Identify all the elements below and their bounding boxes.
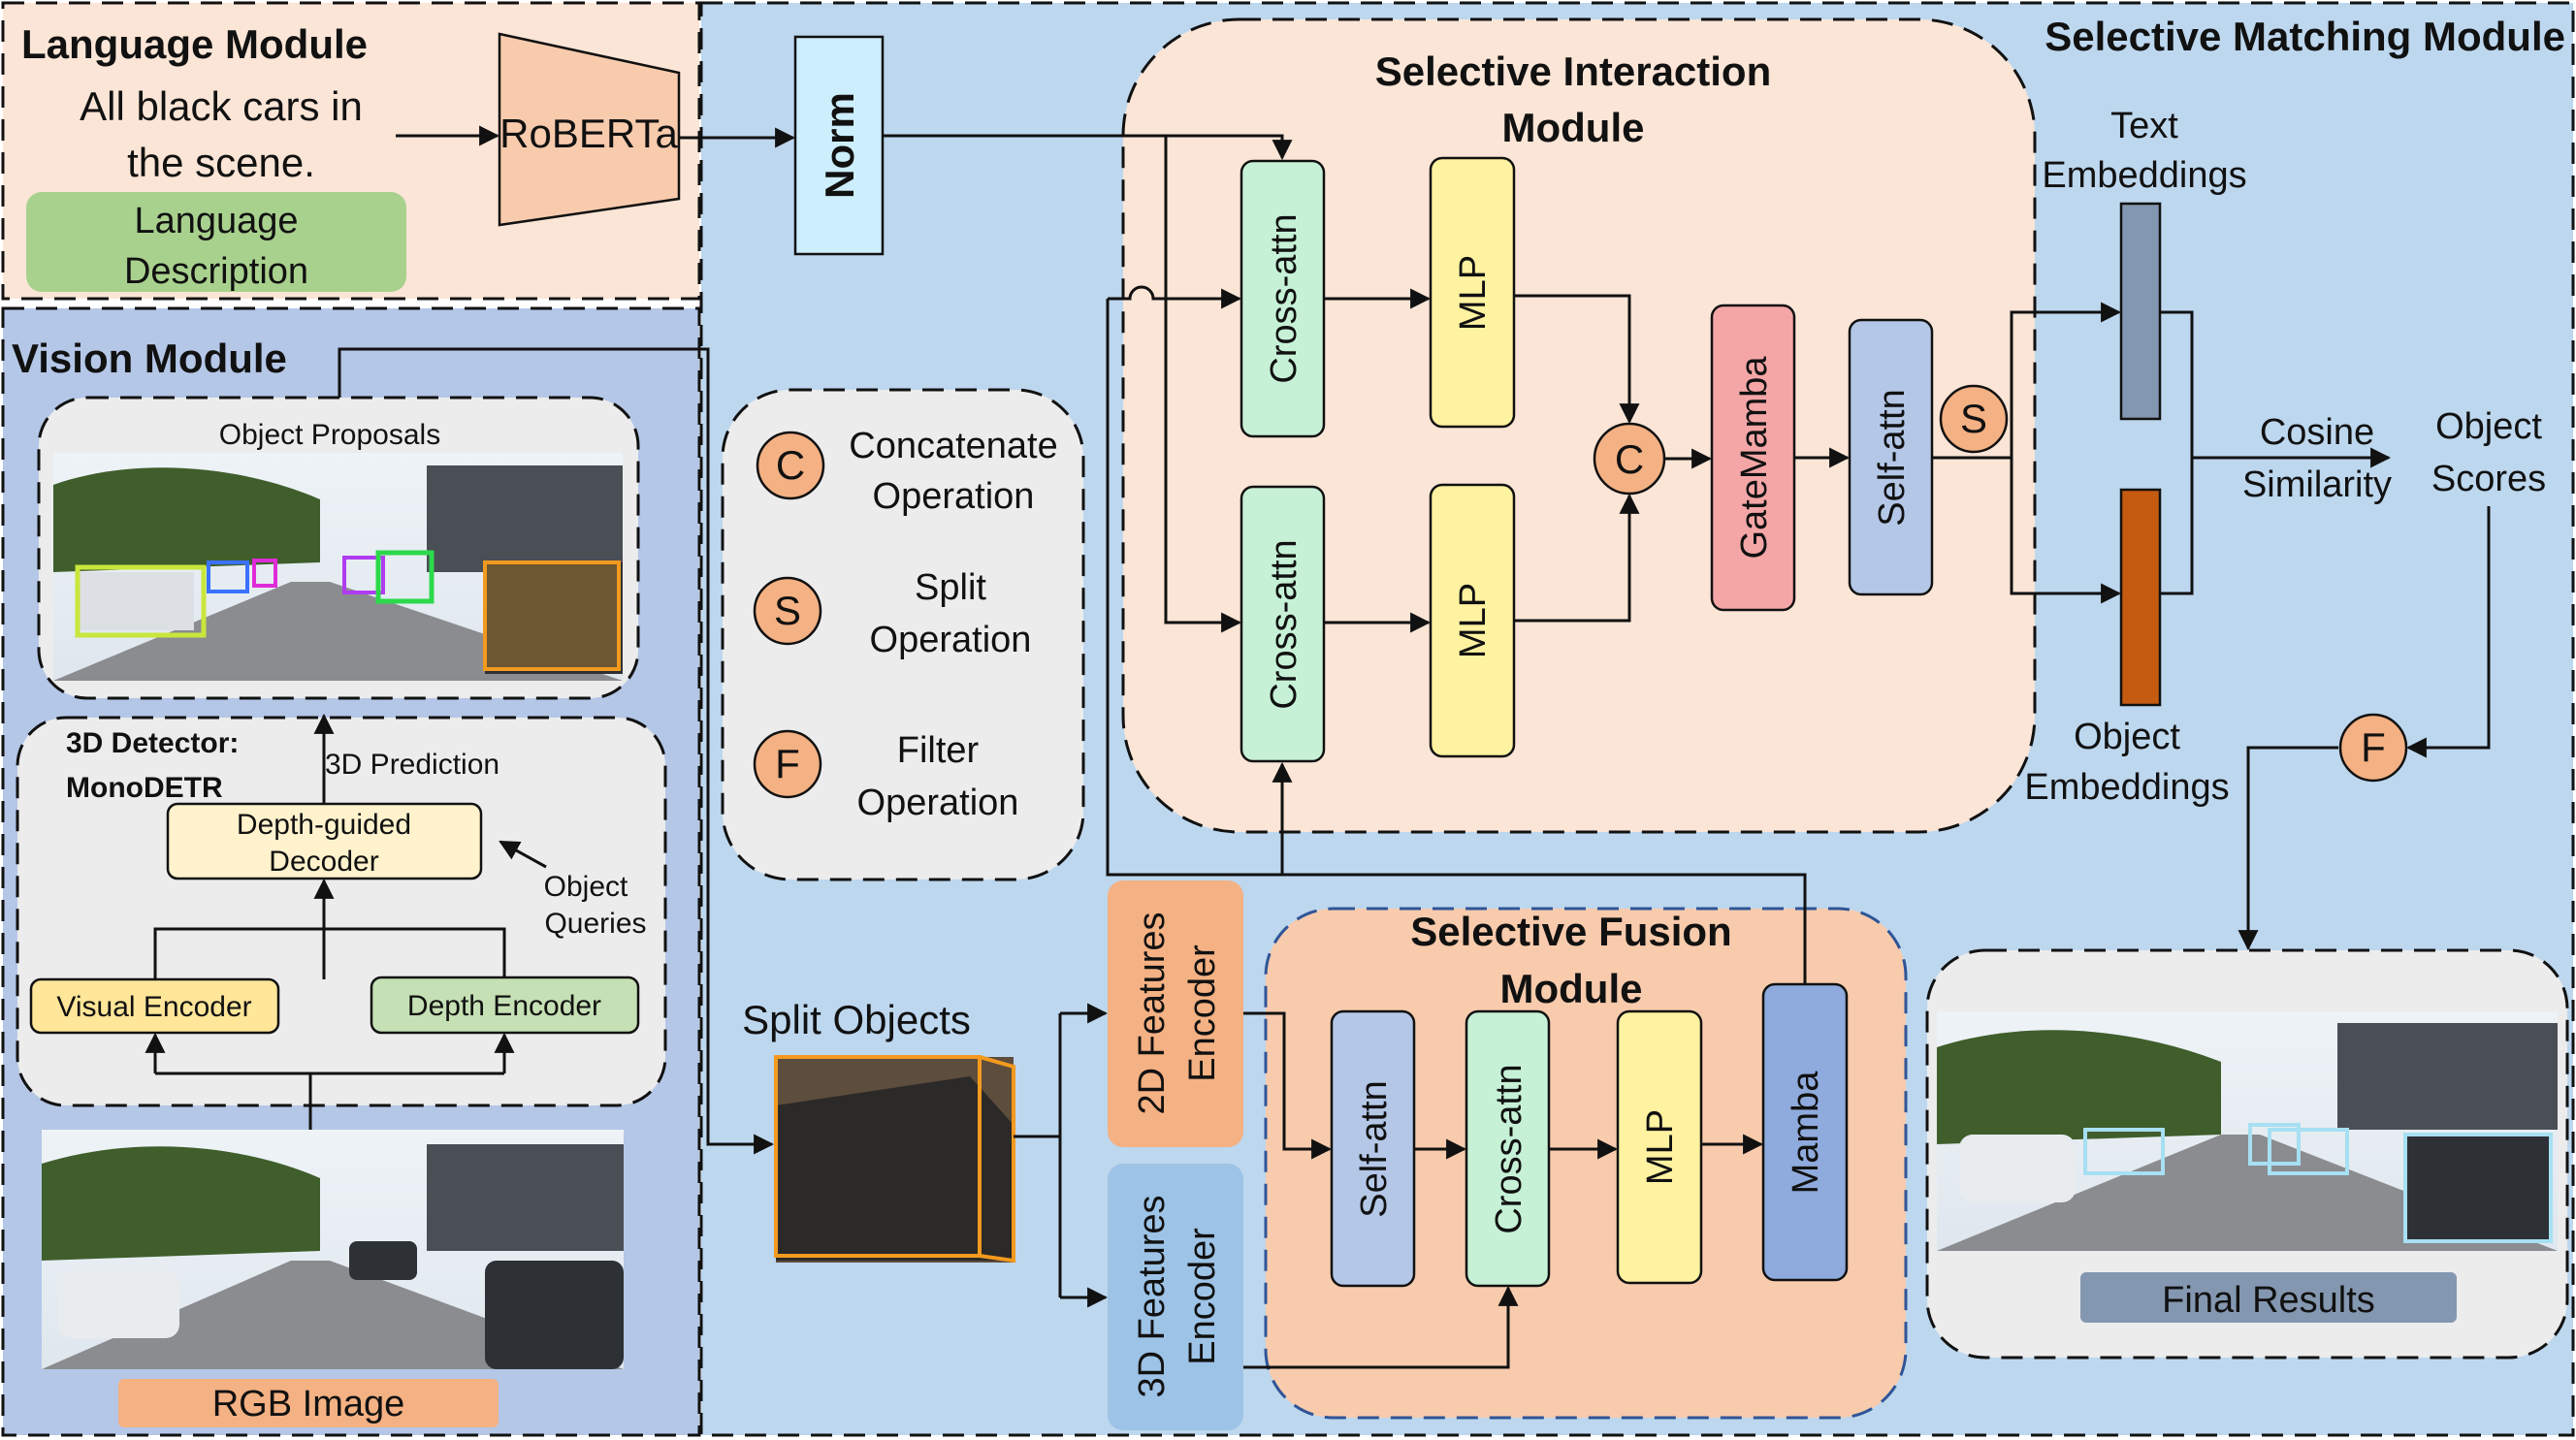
object-embeddings-bar [2119, 488, 2162, 707]
cross-attn-bottom-label: Cross-attn [1264, 539, 1304, 709]
selective-interaction-title-line1: Selective Interaction [1375, 48, 1772, 94]
split-object-crop-image [774, 1055, 1015, 1264]
features-2d-line1: 2D Features [1132, 912, 1173, 1114]
prediction-label: 3D Prediction [325, 749, 499, 781]
cosine-similarity-line2: Similarity [2242, 464, 2392, 505]
language-description-box [26, 192, 406, 292]
selective-fusion-panel [1264, 907, 1908, 1420]
gatemamba-label: GateMamba [1734, 356, 1775, 560]
filter-symbol-main-letter: F [2361, 724, 2386, 770]
object-queries-line1: Object [544, 871, 628, 903]
detector-title-line1: 3D Detector: [66, 727, 239, 759]
cross-attn-top-label: Cross-attn [1264, 213, 1304, 383]
object-proposals-image [53, 453, 623, 681]
rgb-image-label: RGB Image [212, 1384, 405, 1424]
split-symbol-interaction-letter: S [1960, 396, 1987, 441]
norm-label: Norm [817, 92, 862, 199]
object-queries-line2: Queries [544, 908, 646, 940]
object-scores-line2: Scores [2431, 459, 2546, 499]
detector-title-line2: MonoDETR [66, 772, 223, 804]
cosine-similarity-line1: Cosine [2260, 412, 2374, 453]
features-2d-encoder-box [1108, 880, 1243, 1147]
object-embeddings-line1: Object [2074, 717, 2180, 757]
text-embeddings-bar [2119, 202, 2162, 421]
roberta-encoder [498, 32, 681, 227]
legend-split-letter: S [774, 588, 801, 633]
features-2d-line2: Encoder [1182, 944, 1223, 1082]
text-embeddings-line1: Text [2110, 106, 2178, 146]
legend-split-line1: Split [915, 567, 986, 608]
selective-interaction-panel [1121, 17, 2037, 834]
legend-concat-line2: Operation [873, 476, 1035, 517]
depth-encoder-label: Depth Encoder [407, 990, 601, 1022]
rgb-input-image [42, 1130, 624, 1369]
legend-split-symbol [753, 576, 822, 646]
selective-interaction-title-line2: Module [1502, 105, 1645, 150]
vision-module-title: Vision Module [12, 336, 287, 381]
selective-fusion-title-line2: Module [1500, 966, 1643, 1011]
concat-symbol-letter: C [1615, 436, 1644, 482]
legend-filter-line1: Filter [897, 730, 980, 771]
language-module-title: Language Module [21, 21, 368, 67]
fusion-mlp-label: MLP [1640, 1109, 1681, 1185]
language-description-line2: Description [124, 251, 308, 292]
final-results-label: Final Results [2162, 1280, 2375, 1321]
roberta-label: RoBERTa [499, 111, 678, 156]
legend-concat-line1: Concatenate [849, 426, 1058, 466]
fusion-mamba-label: Mamba [1786, 1071, 1826, 1195]
fusion-cross-attn-label: Cross-attn [1489, 1064, 1530, 1233]
rgb-image-label-box [118, 1379, 499, 1427]
connectors [145, 125, 2491, 1369]
selective-fusion-title-line1: Selective Fusion [1410, 909, 1731, 954]
object-embeddings-line2: Embeddings [2024, 767, 2229, 808]
split-objects-label: Split Objects [742, 997, 971, 1042]
visual-encoder-label: Visual Encoder [56, 991, 251, 1023]
decoder-line2: Decoder [269, 846, 378, 878]
legend-concat-letter: C [776, 442, 805, 488]
text-embeddings-line2: Embeddings [2042, 155, 2246, 196]
features-3d-encoder-box [1108, 1164, 1243, 1430]
legend-filter-symbol [753, 729, 822, 799]
decoder-line1: Depth-guided [237, 809, 411, 841]
fusion-self-attn-label: Self-attn [1354, 1080, 1395, 1218]
object-proposals-title: Object Proposals [219, 419, 440, 451]
final-results-label-box [2080, 1272, 2457, 1323]
legend-filter-letter: F [775, 741, 800, 786]
mlp-bottom-label: MLP [1453, 583, 1494, 658]
language-description-line1: Language [134, 201, 298, 241]
language-example-line1: All black cars in [80, 83, 363, 129]
norm-box [793, 35, 885, 256]
language-example-line2: the scene. [127, 140, 315, 185]
legend-concat-symbol [756, 431, 825, 500]
mlp-top-label: MLP [1453, 255, 1494, 331]
selective-matching-title: Selective Matching Module [2045, 14, 2565, 59]
features-3d-line2: Encoder [1182, 1228, 1223, 1365]
split-symbol-interaction [1939, 384, 2009, 454]
legend-filter-line2: Operation [857, 783, 1019, 823]
object-scores-line1: Object [2435, 406, 2542, 447]
features-3d-line1: 3D Features [1132, 1195, 1173, 1397]
legend-split-line2: Operation [870, 620, 1032, 660]
final-results-image [1937, 1011, 2558, 1251]
self-attn-label: Self-attn [1872, 389, 1913, 527]
